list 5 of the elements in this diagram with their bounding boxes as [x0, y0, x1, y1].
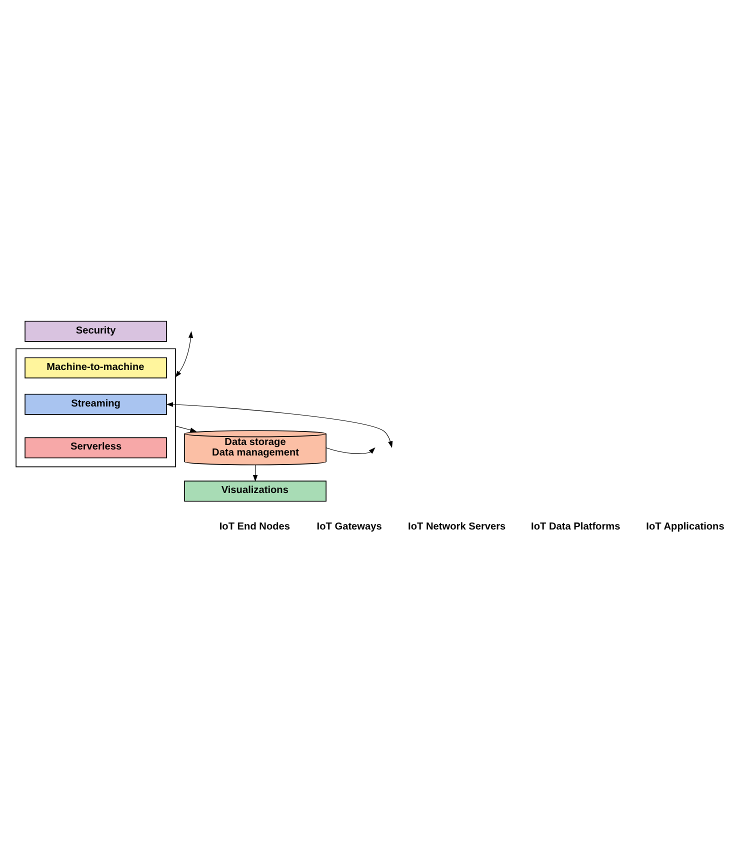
label: IoT Network Servers [408, 522, 506, 533]
label: IoT Applications [646, 522, 724, 533]
label: IoT Data Platforms [531, 522, 620, 533]
label: IoT End Nodes [219, 522, 290, 533]
label: IoT Gateways [316, 522, 382, 533]
